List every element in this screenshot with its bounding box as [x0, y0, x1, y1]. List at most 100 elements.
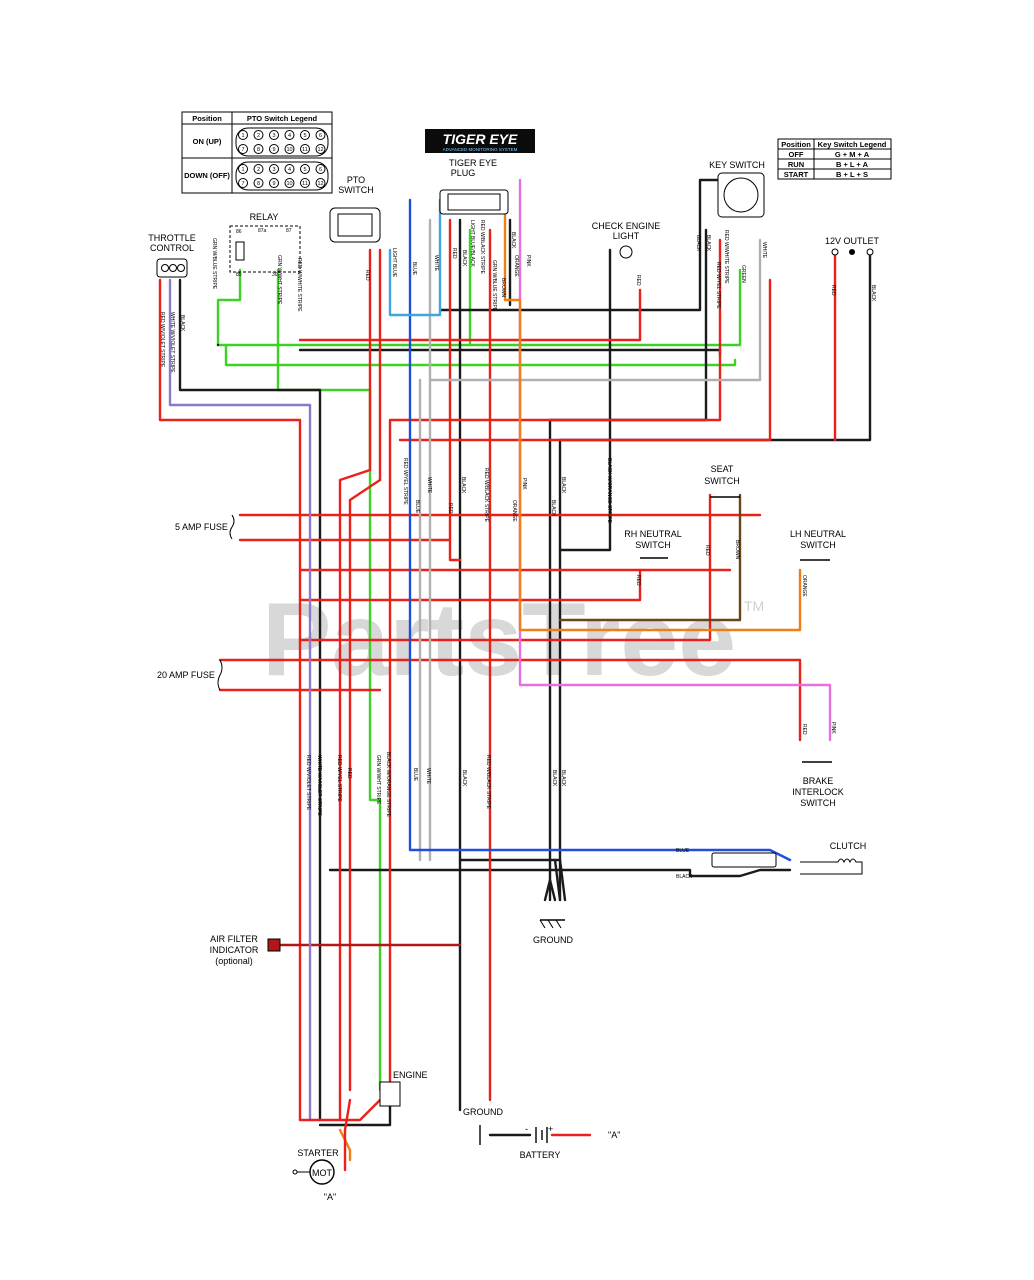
- tiger-eye-logo: TIGER EYE ADVANCED MONITORING SYSTEM: [425, 129, 535, 153]
- wire-label-black-key2: BLACK: [705, 235, 711, 252]
- pto-legend-row-down: DOWN (OFF): [184, 171, 230, 180]
- relay-pin-87: 87: [286, 228, 292, 234]
- wire-label-grn-white-low: GRN W/WHT STRIPE: [375, 755, 381, 805]
- wire-label-orange-lh: ORANGE: [801, 575, 807, 597]
- key-legend-run-value: B + L + A: [836, 160, 869, 169]
- ground-main-label: GROUND: [533, 935, 573, 945]
- wire-label-red-rh: RED: [635, 575, 641, 586]
- pto-legend-pin-number: 11: [302, 147, 308, 153]
- relay-pin-86: 86: [236, 229, 242, 235]
- pto-legend-pin: [300, 178, 310, 188]
- pto-legend-pin-number: 10: [286, 147, 292, 153]
- wire-label-black-low2: BLACK: [551, 770, 557, 787]
- ground-main: GROUND: [533, 919, 573, 945]
- fuse-5-label: 5 AMP FUSE: [175, 522, 228, 532]
- rh-neutral-label-2: SWITCH: [635, 540, 671, 550]
- tiger-plug-label-2: PLUG: [451, 168, 476, 178]
- wire-label-red-low: RED: [346, 768, 352, 779]
- pto-legend-pin-number: 1: [241, 167, 244, 173]
- air-filter-label-3: (optional): [215, 956, 253, 966]
- pto-legend-connector: [235, 127, 329, 157]
- wire-label-red-mid: RED: [447, 503, 453, 514]
- key-legend-off-value: G + M + A: [835, 150, 870, 159]
- pto-legend-pin-number: 7: [241, 147, 244, 153]
- pto-legend-pin: [269, 178, 279, 188]
- wire-label-light-blue: LIGHT BLUE: [391, 248, 397, 278]
- wire-label-red-black-top: RED W/BLACK STRIPE: [479, 220, 485, 275]
- pto-legend-pin-number: 9: [272, 147, 275, 153]
- pto-legend-pin-number: 11: [302, 181, 308, 187]
- pto-legend-pin-number: 5: [303, 167, 306, 173]
- pto-legend-pin: [315, 130, 326, 140]
- wire-label-red-brake: RED: [801, 724, 807, 735]
- pto-legend-pin: [284, 178, 295, 188]
- wire-label-pink-top: PINK: [525, 255, 531, 267]
- outlet-12v: 12V OUTLET: [825, 236, 880, 256]
- pto-legend-pin: [315, 144, 326, 154]
- wire-label-grn-blue-relay: GRN W/BLUE STRIPE: [211, 238, 217, 290]
- rh-neutral-switch: RH NEUTRAL SWITCH: [624, 529, 682, 559]
- battery-ground-label: GROUND: [463, 1107, 503, 1117]
- fuse-20-amp: 20 AMP FUSE: [157, 659, 223, 691]
- tiger-plug-label-1: TIGER EYE: [449, 158, 497, 168]
- wire-label-red-black-mid: RED W/BLACK STRIPE: [483, 468, 489, 523]
- wire-label-black-tiger: BLACK: [461, 250, 467, 267]
- wire-label-grn-blue: GRN W/BLUE STRIPE: [491, 260, 497, 312]
- wire-label-blue-clutch: BLUE: [676, 848, 690, 854]
- throttle-control: THROTTLE CONTROL: [148, 233, 196, 278]
- seat-label-2: SWITCH: [704, 476, 740, 486]
- pto-legend-pin-number: 5: [303, 133, 306, 139]
- rh-neutral-label-1: RH NEUTRAL: [624, 529, 682, 539]
- outlet-label: 12V OUTLET: [825, 236, 880, 246]
- key-switch-legend: Position Key Switch Legend OFF G + M + A…: [777, 138, 892, 180]
- pto-legend-pin: [253, 130, 264, 140]
- relay-pin-87a: 87a: [258, 228, 267, 234]
- wire-label-red-yellow-low: RED W/YEL STRIPE: [336, 755, 342, 802]
- wire-label-black-low3: BLACK: [560, 770, 566, 787]
- check-engine-label-2: LIGHT: [613, 231, 640, 241]
- battery: GROUND - + BATTERY "A": [463, 1107, 620, 1160]
- pto-legend-pin-number: 2: [257, 167, 260, 173]
- pto-legend-pin: [238, 164, 248, 174]
- wire-label-black-low: BLACK: [461, 770, 467, 787]
- wire-label-red-violet-low: RED W/VIOLET STRIPE: [305, 755, 311, 811]
- key-legend-header-position: Position: [781, 140, 811, 149]
- pto-label-1: PTO: [347, 175, 365, 185]
- air-filter-label-2: INDICATOR: [210, 945, 259, 955]
- pto-legend-header-position: Position: [192, 114, 222, 123]
- pto-legend-row-on: ON (UP): [193, 137, 222, 146]
- wire-label-orange-mid: ORANGE: [511, 500, 517, 522]
- pto-legend-pin-number: 3: [272, 133, 275, 139]
- pto-legend-pin-number: 4: [288, 133, 291, 139]
- lh-neutral-label-1: LH NEUTRAL: [790, 529, 846, 539]
- trademark: TM: [744, 598, 764, 614]
- starter-motor-label: MOT: [312, 1168, 332, 1178]
- pto-legend-pin-number: 12: [317, 147, 323, 153]
- air-filter-label-1: AIR FILTER: [210, 934, 258, 944]
- pto-legend-pin: [284, 144, 295, 154]
- pto-legend-pin: [238, 144, 248, 154]
- wire-label-black-outlet: BLACK: [870, 285, 876, 302]
- wire-label-black-mid2: BLACK: [550, 500, 556, 517]
- pto-legend-pin: [300, 144, 310, 154]
- engine-label: ENGINE: [393, 1070, 428, 1080]
- wire-label-red-violet-throttle: RED W/VIOLET STRIPE: [159, 312, 165, 368]
- key-legend-start-value: B + L + S: [836, 170, 868, 179]
- pto-legend-pin-number: 4: [288, 167, 291, 173]
- wire-label-pink-mid: PINK: [521, 478, 527, 490]
- pto-legend-pin-number: 6: [319, 167, 322, 173]
- check-engine-light: CHECK ENGINE LIGHT: [592, 221, 661, 259]
- key-switch-label: KEY SWITCH: [709, 160, 765, 170]
- pto-legend-pin: [269, 130, 279, 140]
- pto-legend-header-legend: PTO Switch Legend: [247, 114, 318, 123]
- relay-pin-85: 85: [236, 272, 242, 278]
- pto-legend-pin: [269, 144, 279, 154]
- battery-plus: +: [548, 1124, 553, 1134]
- wire-label-red-yellow-mid: RED W/YEL STRIPE: [402, 458, 408, 505]
- seat-label-1: SEAT: [711, 464, 734, 474]
- fuse-5-amp: 5 AMP FUSE: [175, 514, 235, 540]
- wire-label-black-key: BLACK: [695, 235, 701, 252]
- check-engine-label-1: CHECK ENGINE: [592, 221, 661, 231]
